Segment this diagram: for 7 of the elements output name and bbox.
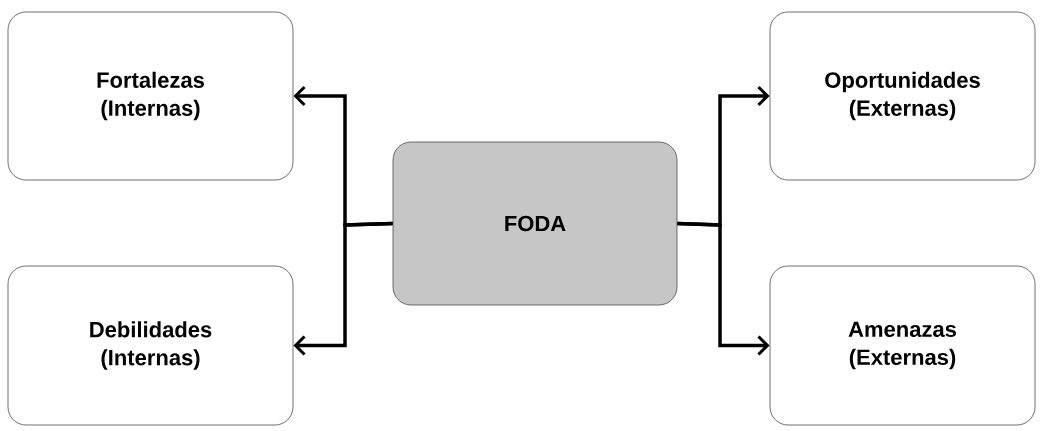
opportunity-box: Oportunidades (Externas)	[769, 11, 1036, 181]
arrow	[293, 221, 393, 356]
center-box: FODA	[392, 141, 678, 306]
arrow	[677, 221, 770, 356]
threat-box: Amenazas (Externas)	[769, 265, 1036, 426]
strength-box: Fortalezas (Internas)	[7, 11, 294, 181]
weakness-box: Debilidades (Internas)	[7, 265, 294, 426]
